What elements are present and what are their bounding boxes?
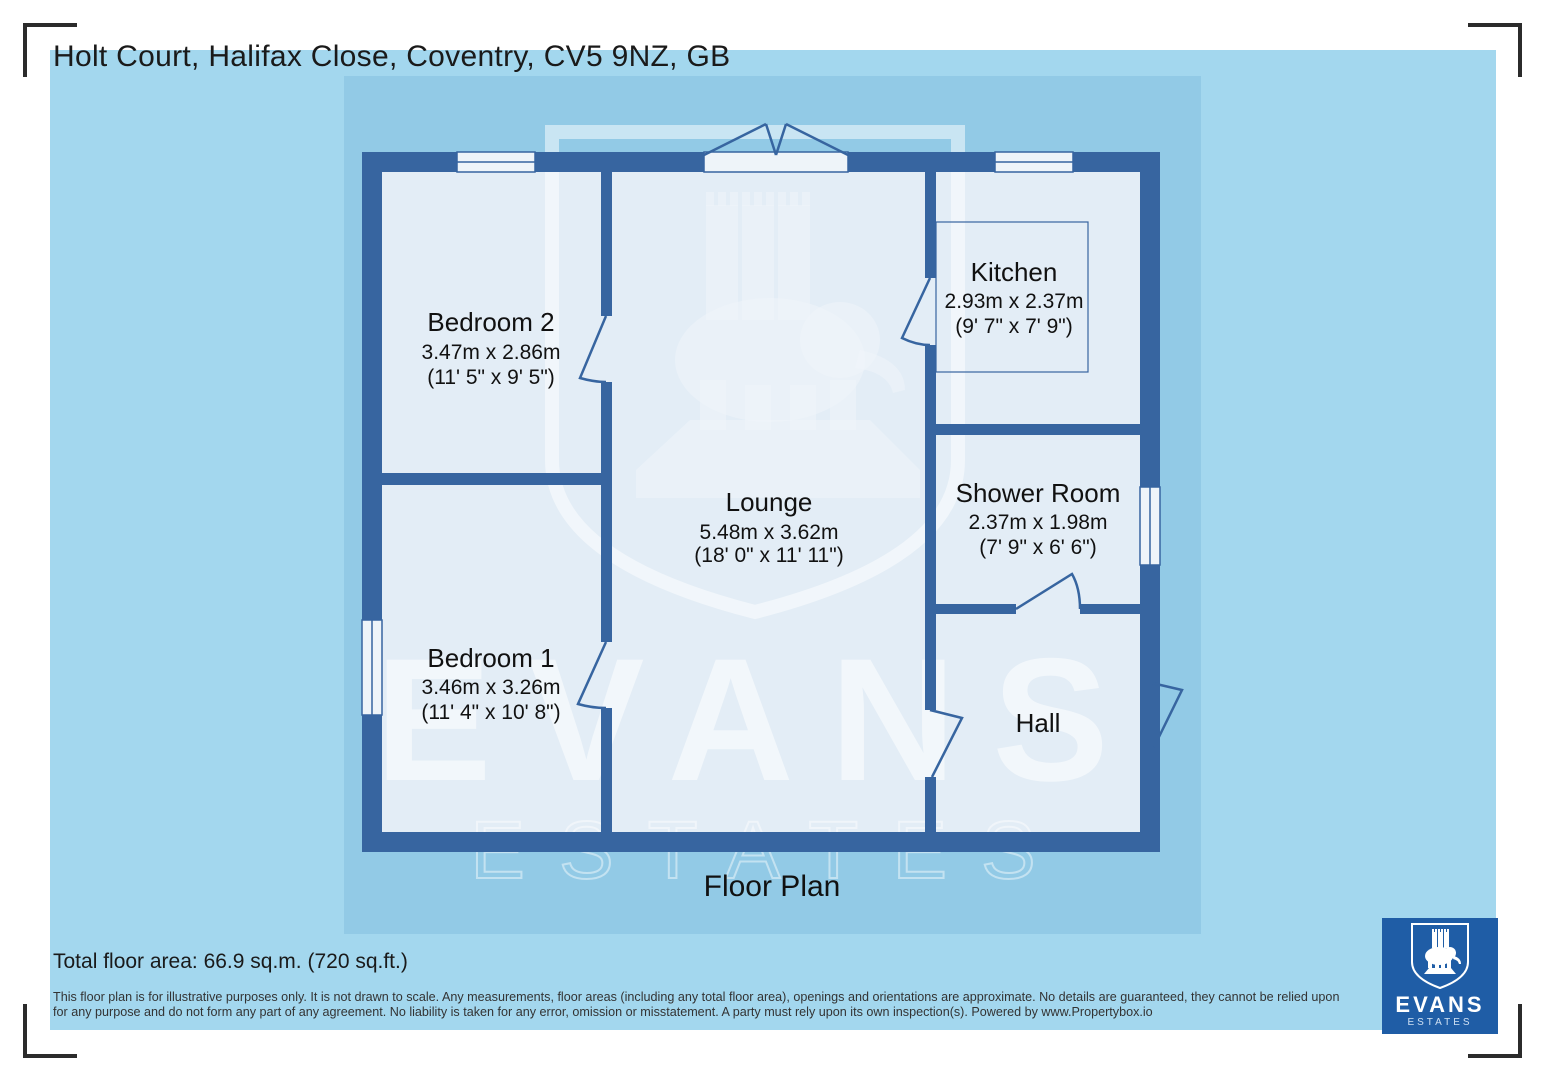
- door-entrance: [1151, 681, 1184, 748]
- floor-title: Floor Plan: [703, 870, 841, 903]
- room-name-bedroom-1: Bedroom 1: [427, 643, 554, 673]
- property-address: Holt Court, Halifax Close, Coventry, CV5…: [53, 40, 731, 73]
- room-name-kitchen: Kitchen: [971, 257, 1058, 287]
- room-metric-bedroom-2: 3.47m x 2.86m: [422, 341, 561, 364]
- wall-bedroom1-lounge-lower: [601, 708, 612, 840]
- door-bedroom2: [578, 315, 608, 384]
- floor-area: [362, 152, 1160, 852]
- elephant-castle-crest-icon: [1411, 923, 1469, 990]
- windows: [361, 151, 1161, 716]
- wall-kitchen-shower: [930, 424, 1148, 435]
- door-kitchen: [900, 277, 932, 347]
- crop-mark-top-left: [23, 23, 77, 77]
- door-shower-room: [1015, 572, 1082, 611]
- wall-bedroom2-bedroom1: [370, 473, 606, 485]
- room-name-lounge: Lounge: [726, 487, 813, 517]
- kitchen-worktop: [935, 221, 1089, 373]
- room-name-hall: Hall: [1016, 708, 1061, 738]
- crop-mark-bottom-left: [23, 1004, 77, 1058]
- brand-name: EVANS: [1395, 992, 1485, 1017]
- room-labels: Bedroom 2 3.47m x 2.86m (11' 5" x 9' 5")…: [421, 257, 1120, 738]
- wall-shower-hall-right: [1080, 604, 1148, 614]
- room-metric-lounge: 5.48m x 3.62m: [700, 521, 839, 544]
- disclaimer-text: This floor plan is for illustrative purp…: [53, 990, 1340, 1019]
- wall-bedrooms-lounge-middle: [601, 382, 612, 642]
- room-imperial-shower-room: (7' 9" x 6' 6"): [979, 536, 1096, 559]
- watermark-evans: EVANS: [375, 623, 1145, 818]
- total-floor-area: Total floor area: 66.9 sq.m. (720 sq.ft.…: [53, 950, 408, 973]
- watermark-crest: [545, 125, 965, 620]
- wall-lounge-kitchen-upper: [925, 160, 936, 278]
- room-metric-bedroom-1: 3.46m x 3.26m: [422, 676, 561, 699]
- brand-logo: EVANS ESTATES: [1382, 918, 1498, 1034]
- room-name-shower-room: Shower Room: [956, 478, 1121, 508]
- wall-lounge-hall-lower: [925, 777, 936, 840]
- wall-bedroom2-lounge-upper: [601, 160, 612, 316]
- door-hall: [929, 708, 964, 778]
- room-metric-kitchen: 2.93m x 2.37m: [945, 290, 1084, 313]
- door-bedroom1: [576, 641, 608, 710]
- room-metric-shower-room: 2.37m x 1.98m: [969, 511, 1108, 534]
- wall-shower-hall-left: [930, 604, 1016, 614]
- interior-walls: [370, 160, 1148, 840]
- room-imperial-bedroom-2: (11' 5" x 9' 5"): [427, 366, 555, 389]
- wall-lounge-middle: [925, 345, 936, 710]
- room-name-bedroom-2: Bedroom 2: [427, 307, 554, 337]
- crop-mark-bottom-right: [1468, 1004, 1522, 1058]
- brand-subtitle: ESTATES: [1407, 1017, 1473, 1028]
- french-doors-swing: [703, 122, 849, 157]
- room-imperial-lounge: (18' 0" x 11' 11"): [694, 544, 843, 567]
- room-imperial-kitchen: (9' 7" x 7' 9"): [955, 315, 1072, 338]
- room-imperial-bedroom-1: (11' 4" x 10' 8"): [421, 701, 560, 724]
- crop-mark-top-right: [1468, 23, 1522, 77]
- doors: [576, 122, 1184, 778]
